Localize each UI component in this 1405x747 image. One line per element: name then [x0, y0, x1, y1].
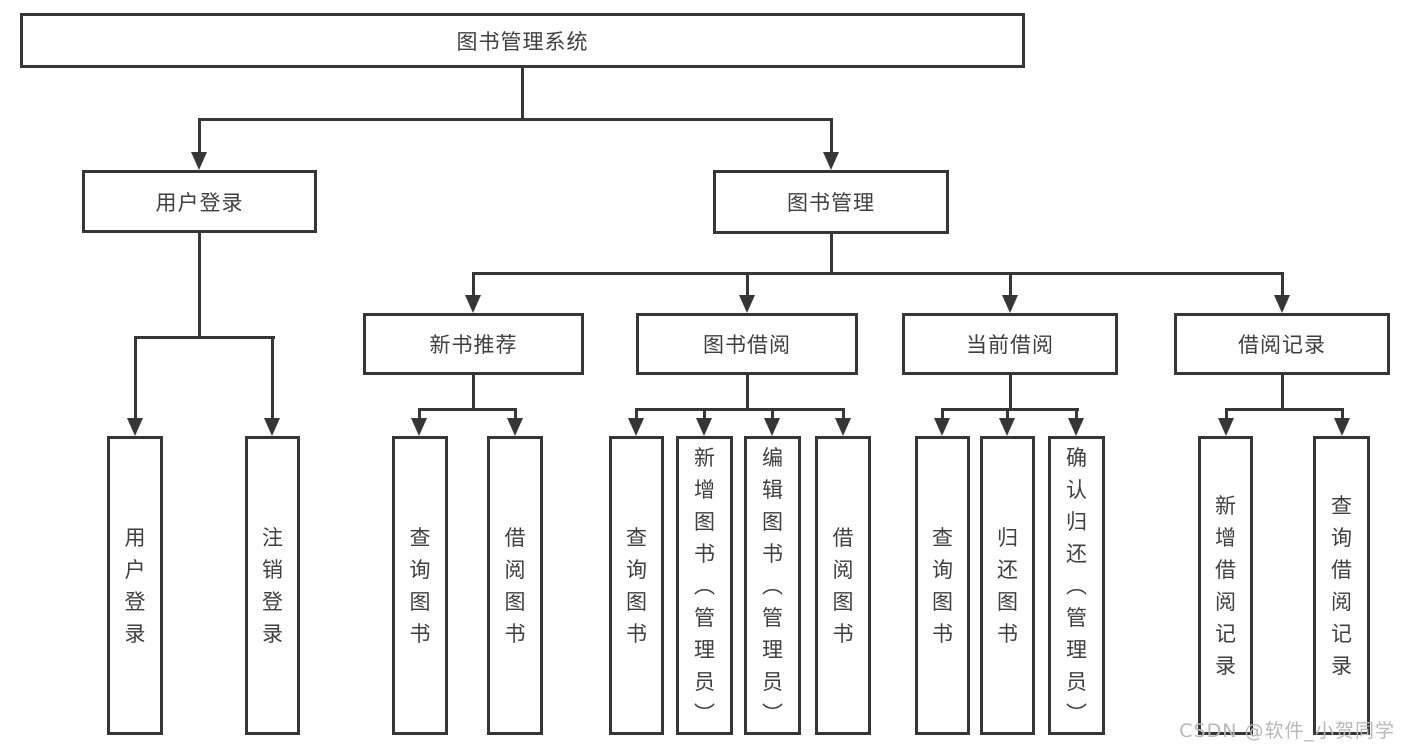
connector-line — [135, 336, 275, 339]
arrow-down-icon — [465, 295, 481, 313]
leaf-label: 查询图书 — [626, 525, 647, 646]
connector-line — [1281, 375, 1284, 408]
connector-line — [1009, 375, 1012, 408]
node-borrowing-records: 借阅记录 — [1174, 313, 1390, 375]
arrow-down-icon — [835, 418, 851, 436]
connector-line — [1075, 408, 1078, 420]
node-label: 图书管理系统 — [456, 29, 589, 54]
leaf-edit-books-admin: 编辑图书︵管理员︶ — [744, 436, 801, 735]
arrow-down-icon — [764, 418, 780, 436]
connector-line — [1006, 408, 1009, 420]
arrow-down-icon — [823, 152, 839, 170]
leaf-label: 查询图书 — [932, 525, 953, 646]
node-label: 当前借阅 — [966, 333, 1054, 357]
arrow-down-icon — [934, 418, 950, 436]
node-user-login: 用户登录 — [82, 170, 317, 233]
arrow-down-icon — [507, 418, 523, 436]
leaf-return-books: 归还图书 — [980, 436, 1035, 735]
connector-line — [473, 272, 1284, 275]
connector-line — [746, 272, 749, 298]
node-label: 用户登录 — [155, 190, 244, 215]
node-label: 图书借阅 — [703, 333, 791, 357]
connector-line — [198, 118, 201, 154]
arrow-down-icon — [1068, 418, 1084, 436]
arrow-down-icon — [1218, 418, 1234, 436]
connector-line — [830, 118, 833, 154]
leaf-label: 用户登录 — [124, 525, 146, 646]
leaf-query-books-borrowing: 查询图书 — [609, 436, 664, 735]
leaf-add-borrow-record: 新增借阅记录 — [1198, 436, 1253, 735]
node-label: 借阅记录 — [1238, 333, 1326, 357]
arrow-down-icon — [628, 418, 644, 436]
connector-line — [198, 233, 201, 336]
arrow-down-icon — [191, 152, 207, 170]
leaf-borrow-books-recommend: 借阅图书 — [487, 436, 543, 735]
leaf-label: 新增图书︵管理员︶ — [694, 445, 715, 726]
leaf-logout: 注销登录 — [245, 436, 300, 735]
node-library-management-system: 图书管理系统 — [20, 13, 1025, 68]
leaf-query-borrow-record: 查询借阅记录 — [1313, 436, 1370, 735]
arrow-down-icon — [1002, 295, 1018, 313]
arrow-down-icon — [999, 418, 1015, 436]
connector-line — [842, 408, 845, 420]
connector-line — [472, 272, 475, 298]
connector-line — [514, 408, 517, 420]
connector-line — [134, 336, 137, 420]
leaf-query-books-current: 查询图书 — [915, 436, 970, 735]
arrow-down-icon — [1274, 295, 1290, 313]
connector-line — [771, 408, 774, 420]
node-label: 图书管理 — [787, 191, 875, 215]
node-current-borrowing: 当前借阅 — [902, 313, 1118, 375]
connector-line — [830, 234, 833, 272]
node-book-borrowing: 图书借阅 — [636, 313, 858, 375]
connector-line — [1281, 272, 1284, 298]
leaf-user-login: 用户登录 — [107, 436, 163, 735]
connector-line — [746, 375, 749, 408]
connector-line — [1341, 408, 1344, 420]
connector-line — [941, 408, 944, 420]
connector-line — [942, 408, 1079, 411]
leaf-label: 归还图书 — [997, 525, 1018, 646]
connector-line — [635, 408, 638, 420]
leaf-label: 查询图书 — [409, 525, 431, 646]
leaf-label: 编辑图书︵管理员︶ — [762, 445, 783, 726]
node-new-book-recommend: 新书推荐 — [363, 313, 584, 375]
leaf-add-books-admin: 新增图书︵管理员︶ — [676, 436, 733, 735]
arrow-down-icon — [1334, 418, 1350, 436]
leaf-confirm-return-admin: 确认归还︵管理员︶ — [1048, 436, 1105, 735]
connector-line — [521, 68, 524, 118]
leaf-label: 借阅图书 — [832, 525, 854, 646]
leaf-label: 借阅图书 — [504, 525, 526, 646]
connector-line — [199, 118, 833, 121]
arrow-down-icon — [127, 418, 143, 436]
leaf-label: 查询借阅记录 — [1331, 493, 1352, 678]
node-book-management: 图书管理 — [713, 170, 949, 234]
arrow-down-icon — [264, 418, 280, 436]
arrow-down-icon — [411, 418, 427, 436]
connector-line — [271, 336, 274, 420]
leaf-label: 新增借阅记录 — [1215, 493, 1236, 678]
connector-line — [418, 408, 421, 420]
leaf-query-books-recommend: 查询图书 — [392, 436, 448, 735]
node-label: 新书推荐 — [429, 333, 518, 357]
connector-line — [1226, 408, 1343, 411]
connector-line — [472, 375, 475, 408]
connector-line — [419, 408, 517, 411]
arrow-down-icon — [739, 295, 755, 313]
connector-line — [1009, 272, 1012, 298]
connector-line — [1225, 408, 1228, 420]
leaf-label: 注销登录 — [262, 525, 283, 646]
connector-line — [703, 408, 706, 420]
leaf-label: 确认归还︵管理员︶ — [1066, 445, 1087, 726]
leaf-borrow-books: 借阅图书 — [815, 436, 871, 735]
connector-line — [636, 408, 844, 411]
arrow-down-icon — [696, 418, 712, 436]
